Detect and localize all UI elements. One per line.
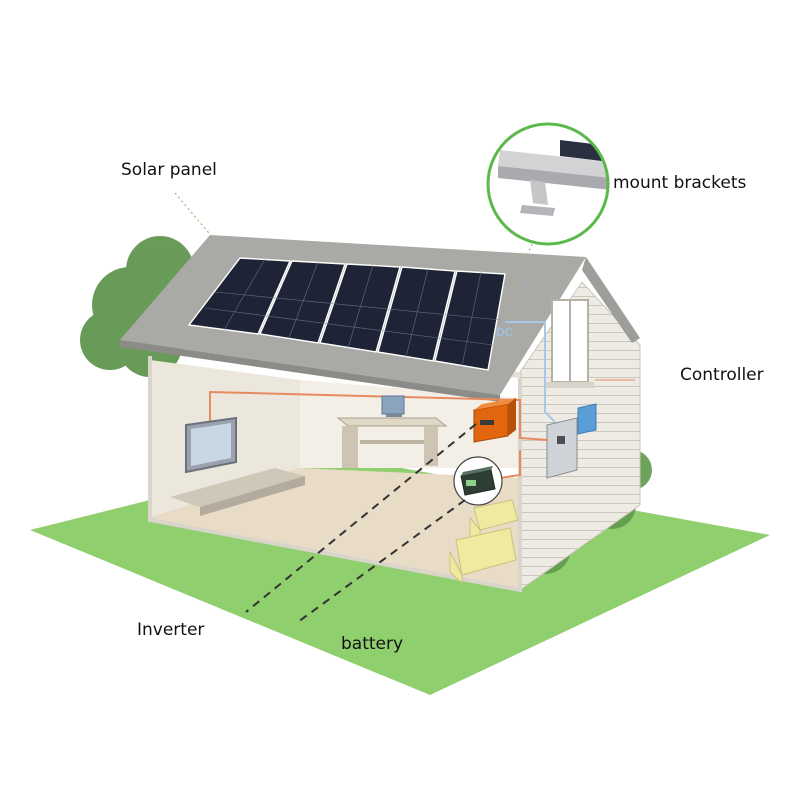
- controller-label: Controller: [680, 365, 764, 385]
- armchair-lower: [449, 527, 517, 585]
- battery-wire: [499, 450, 521, 479]
- mount-bracket-callout: [486, 122, 610, 246]
- controller-unit: [546, 403, 597, 479]
- inverter-device: [473, 398, 516, 443]
- tv: [185, 416, 237, 474]
- tv-bench: [170, 468, 305, 516]
- solar-panel-label: Solar panel: [121, 160, 217, 180]
- roof-edge: [120, 340, 500, 402]
- mount-brackets-label: mount brackets: [613, 173, 747, 193]
- house-window: [546, 299, 594, 388]
- inverter-label: Inverter: [137, 620, 205, 640]
- dc-wire: [505, 321, 556, 423]
- mount-bracket-leader: [511, 243, 533, 291]
- battery-label: battery: [341, 634, 404, 654]
- dc-label: DC: [496, 325, 514, 339]
- solar-panel-gridlines: [204, 258, 501, 367]
- roof-overhang: [582, 257, 640, 343]
- ac-wire: [209, 390, 549, 441]
- solar-panel-leader: [174, 192, 226, 253]
- battery-leader: [297, 499, 466, 623]
- desk: [336, 395, 448, 468]
- battery-callout: [453, 456, 503, 506]
- inverter-leader: [245, 423, 477, 613]
